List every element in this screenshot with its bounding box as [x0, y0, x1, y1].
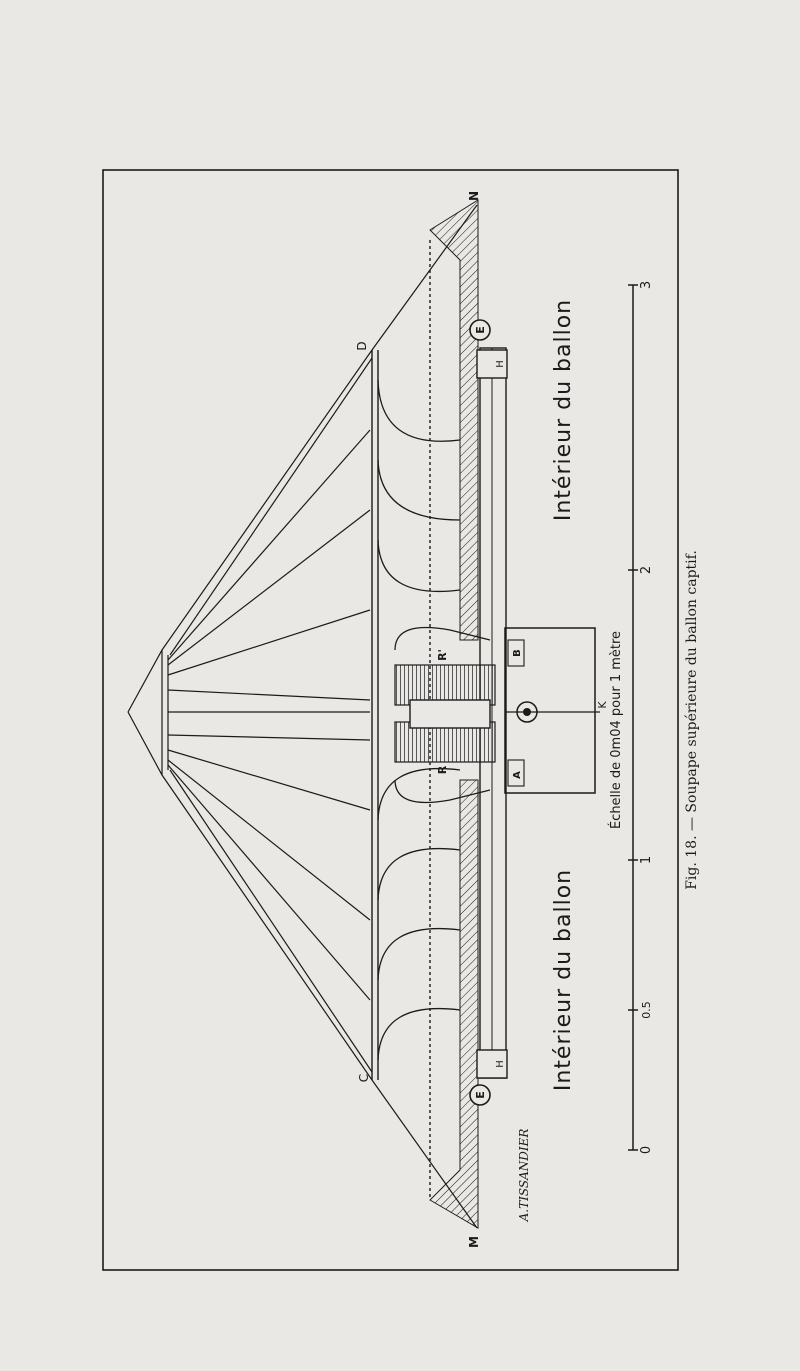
letter-h-top: H: [495, 360, 506, 368]
letter-c: C: [357, 1074, 371, 1082]
letter-k: K: [596, 701, 609, 709]
letter-b: B: [512, 649, 523, 657]
letter-a: A: [512, 771, 523, 779]
letter-n: N: [467, 191, 481, 201]
plate-frame: [102, 169, 679, 1271]
letter-d: D: [355, 341, 369, 350]
valve-dome-left: [394, 626, 491, 651]
label-scale: Échelle de 0m04 pour 1 mètre: [608, 631, 624, 829]
letter-e-bottom: E: [474, 1091, 487, 1099]
scale-tick-2: 2: [639, 566, 654, 574]
envelope-band-bottom: [429, 779, 479, 1229]
letter-r: R: [436, 765, 449, 774]
figure-caption: Fig. 18. — Soupape supérieure du ballon …: [684, 550, 700, 890]
envelope-band-top: [429, 199, 479, 641]
box-a: [507, 759, 525, 787]
valve-dome-right: [394, 779, 491, 804]
scale-tick-1: 1: [639, 856, 654, 864]
scale-tick-0: 0: [639, 1146, 654, 1154]
letter-r-prime: R': [436, 649, 449, 661]
label-interior-top: Intérieur du ballon: [551, 299, 576, 521]
box-h-top: [476, 349, 508, 379]
scale-tick-3: 3: [639, 281, 654, 289]
letter-e-top: E: [474, 326, 487, 334]
circle-e-top: [469, 319, 491, 341]
letter-h-bottom: H: [495, 1060, 506, 1068]
circle-e-bottom: [469, 1084, 491, 1106]
valve-core: [409, 699, 491, 729]
valve-mechanism: [394, 626, 538, 804]
cone-rigging: [127, 204, 478, 1229]
letter-m: M: [467, 1236, 481, 1248]
box-h-bottom: [476, 1049, 508, 1079]
valve-springs: [377, 379, 461, 1061]
lower-housing: [504, 627, 596, 794]
scale-bar: [628, 284, 638, 1151]
coil-upper: [394, 664, 496, 706]
label-interior-bottom: Intérieur du ballon: [551, 869, 576, 1091]
label-signature: A.TISSANDIER: [517, 1129, 531, 1223]
box-b: [507, 639, 525, 667]
scale-tick-0.5: 0.5: [640, 1001, 653, 1019]
